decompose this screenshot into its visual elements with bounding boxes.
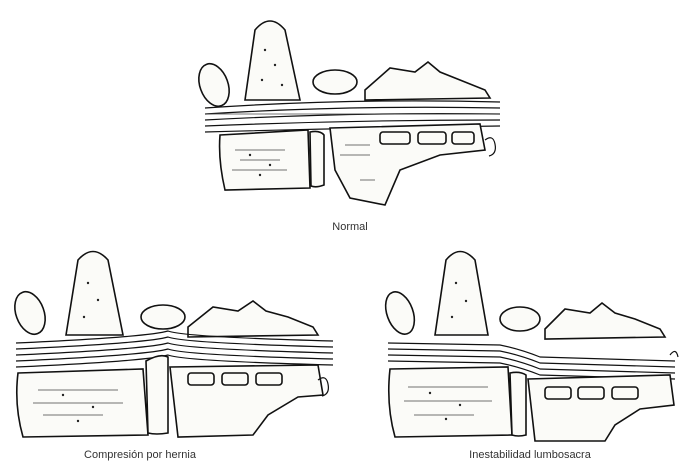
spine-illustration-disc-herniation [8, 245, 338, 445]
caption-disc-herniation: Compresión por hernia [60, 449, 220, 461]
spine-illustration-normal [190, 10, 510, 210]
spine-illustration-lumbosacral-instability [380, 245, 680, 445]
caption-normal: Normal [300, 221, 400, 233]
caption-lumbosacral-instability: Inestabilidad lumbosacra [430, 449, 630, 461]
